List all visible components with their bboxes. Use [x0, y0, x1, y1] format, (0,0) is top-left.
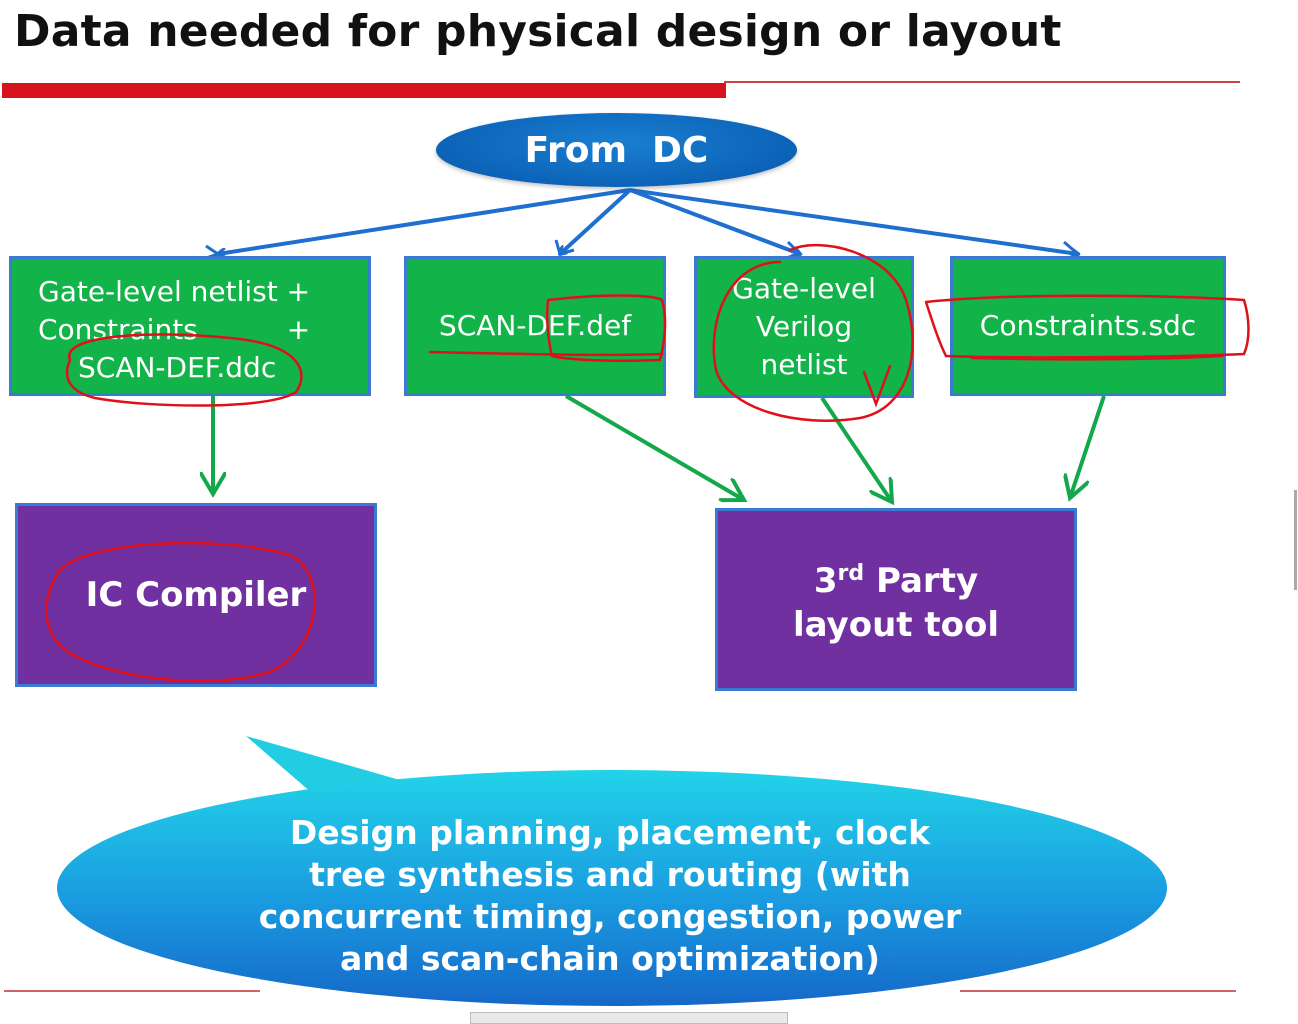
arrow-box3-to-thirdparty	[820, 396, 892, 502]
ic-compiler-label: IC Compiler	[85, 575, 307, 615]
annotation-circle-ddc	[65, 333, 303, 407]
box1-line1: Gate-level netlist +	[38, 275, 311, 308]
box3-line3: netlist	[760, 348, 848, 381]
tool-box-third-party: 3rd Party layout tool	[715, 508, 1077, 691]
box4-text: Constraints.sdc	[979, 309, 1197, 342]
arrow-box2-to-thirdparty	[564, 394, 744, 500]
box1-line3: SCAN-DEF.ddc	[78, 351, 277, 384]
annotation-underline-def	[428, 350, 664, 357]
third-party-line2: layout tool	[793, 605, 999, 645]
arrow-dc-to-box1	[218, 188, 631, 254]
arrow-dc-to-box3	[629, 188, 800, 254]
annotation-circle-iccompiler	[45, 541, 316, 683]
annotation-underline-sdc	[970, 354, 1224, 361]
callout-description: Design planning, placement, clock tree s…	[160, 812, 1060, 980]
footer-rule-right	[960, 990, 1236, 992]
title-underline-rule	[724, 81, 1240, 83]
tool-box-ic-compiler: IC Compiler	[15, 503, 377, 687]
right-edge-marker	[1294, 490, 1297, 590]
arrow-dc-to-box4	[629, 188, 1078, 254]
page-title: Data needed for physical design or layou…	[14, 6, 1062, 57]
box3-line1: Gate-level	[732, 272, 876, 305]
source-dc-node: From DC	[436, 113, 797, 187]
arrow-box4-to-thirdparty	[1070, 395, 1106, 498]
footer-rule-left	[4, 990, 260, 992]
title-underline-bar	[2, 83, 726, 98]
green-arrows	[213, 394, 1106, 502]
callout-line4: and scan-chain optimization)	[339, 939, 881, 978]
third-party-line1: 3rd Party	[813, 561, 979, 601]
annotation-circle-verilog	[712, 243, 914, 422]
arrow-dc-to-box2	[560, 188, 632, 254]
callout-line2: tree synthesis and routing (with	[309, 855, 911, 894]
horizontal-scrollbar[interactable]	[470, 1012, 788, 1024]
input-box-scan-def: SCAN-DEF.def	[404, 256, 666, 396]
annotation-check-verilog	[862, 364, 892, 408]
callout-ellipse	[57, 770, 1167, 1006]
callout-line1: Design planning, placement, clock	[289, 813, 931, 852]
blue-arrows	[218, 188, 1078, 254]
box2-text: SCAN-DEF.def	[438, 309, 632, 342]
callout-line3: concurrent timing, congestion, power	[258, 897, 962, 936]
box3-line2: Verilog	[755, 310, 853, 343]
box1-line2: Constraints +	[38, 313, 311, 346]
annotation-box-sdc	[924, 294, 1250, 359]
input-box-netlist-constraints-ddc: Gate-level netlist + Constraints + SCAN-…	[9, 256, 371, 396]
input-box-constraints-sdc: Constraints.sdc	[950, 256, 1226, 396]
annotation-box-def	[545, 294, 667, 363]
input-box-verilog-netlist: Gate-level Verilog netlist	[694, 256, 914, 398]
